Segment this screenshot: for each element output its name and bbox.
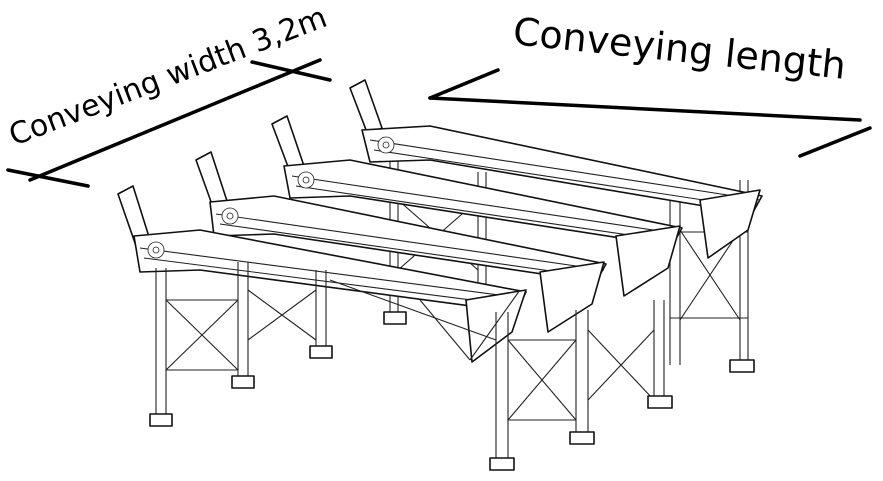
length-tick-left <box>428 68 500 100</box>
width-tick-left <box>6 168 90 188</box>
front-foot-6 <box>647 395 673 409</box>
conveyor-2-outfeed-chute <box>539 261 605 333</box>
width-tick-right <box>250 60 332 82</box>
conveyor-assembly <box>117 79 763 471</box>
front-foot-1 <box>149 413 173 427</box>
length-dimension: Conveying length <box>428 9 872 158</box>
width-dimension: Conveying width 3,2m <box>4 0 332 188</box>
width-dimension-line <box>28 58 322 182</box>
rear-foot-2 <box>729 359 755 373</box>
front-foot-4 <box>489 457 515 471</box>
length-dimension-line <box>428 96 862 122</box>
conveyor-3-guide-arm <box>271 115 305 173</box>
front-support-frame <box>149 262 673 471</box>
conveyor-4-outfeed-chute <box>699 189 761 259</box>
conveyor-3-outfeed-chute <box>615 225 681 297</box>
conveyor-4-guide-arm <box>349 79 383 136</box>
front-foot-5 <box>569 431 595 445</box>
conveyor-4 <box>349 79 763 259</box>
conveyor-3 <box>271 115 683 297</box>
length-label: Conveying length <box>511 9 848 88</box>
length-tick-right <box>798 126 872 158</box>
rear-foot-1 <box>383 311 407 325</box>
front-foot-2 <box>231 375 255 389</box>
front-foot-3 <box>309 345 333 359</box>
